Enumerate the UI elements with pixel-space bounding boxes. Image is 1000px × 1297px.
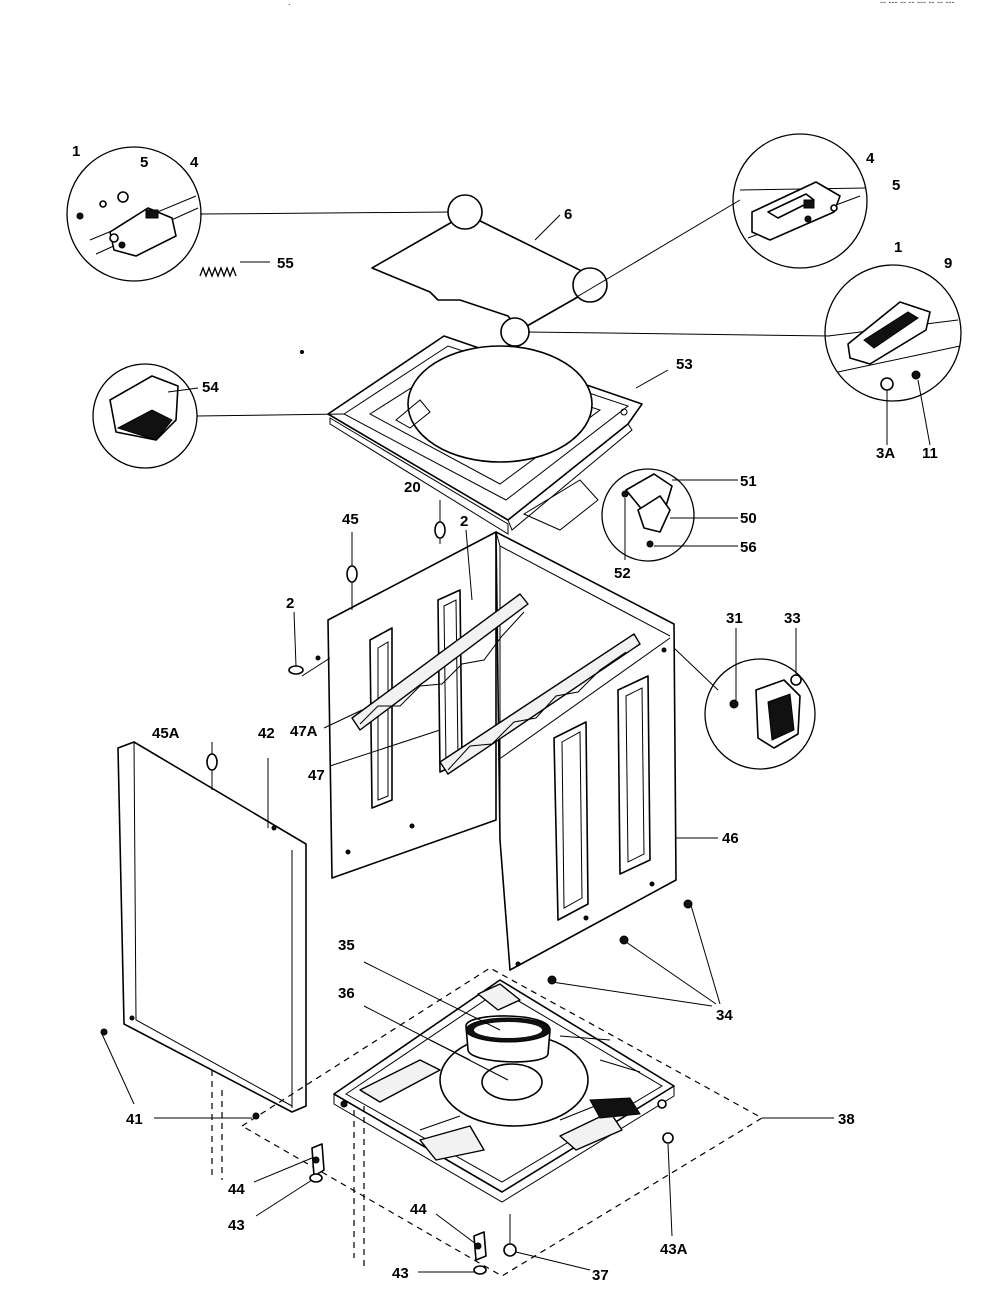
screw-34-c (547, 975, 557, 985)
leader-53 (635, 369, 669, 389)
detail-circle-latch (601, 468, 695, 562)
leader-36 (363, 1005, 509, 1081)
callout-33: 33 (784, 610, 801, 627)
leader-detail-right-2 (527, 331, 831, 337)
callout-11: 11 (922, 445, 938, 462)
leader-34-c (551, 981, 713, 1007)
callout-4-right: 4 (866, 150, 875, 167)
callout-6: 6 (564, 206, 572, 223)
callout-45A: 45A (152, 725, 180, 742)
leader-54-circle (196, 413, 345, 417)
leader-47A (323, 709, 363, 729)
callout-42: 42 (258, 725, 275, 742)
leader-54 (167, 387, 199, 393)
callout-44-left: 44 (228, 1181, 245, 1198)
callout-36: 36 (338, 985, 355, 1002)
corner-tick: . (288, 0, 291, 7)
leader-6 (534, 214, 561, 241)
leader-detail-left (199, 211, 453, 215)
leader-43a (255, 1179, 313, 1217)
callout-5-right: 5 (892, 177, 900, 194)
detail-circle-corner (92, 363, 198, 469)
callout-2-upper: 2 (460, 513, 468, 530)
stray-dot (300, 350, 304, 354)
leader-47 (329, 729, 441, 767)
callout-54: 54 (202, 379, 219, 396)
spring-55 (199, 261, 270, 278)
leader-34-b (625, 941, 717, 1005)
cabinet (315, 531, 677, 971)
callout-47A: 47A (290, 723, 318, 740)
callout-31: 31 (726, 610, 743, 627)
callout-35: 35 (338, 937, 355, 954)
screw-41-b (252, 1112, 260, 1120)
callout-56: 56 (740, 539, 757, 556)
detail-circle-hinge-left (66, 146, 202, 282)
callout-41: 41 (126, 1111, 143, 1128)
callout-53: 53 (676, 356, 693, 373)
leader-2b (465, 529, 473, 601)
detail-circle-hinge-right (732, 133, 868, 269)
callout-43-left: 43 (228, 1217, 245, 1234)
screw-20 (434, 521, 446, 539)
callout-43-center: 43 (392, 1265, 409, 1282)
callout-55: 55 (277, 255, 294, 272)
clip-2a (288, 665, 304, 675)
leveling-leg-44a (309, 1143, 325, 1183)
callout-45: 45 (342, 511, 359, 528)
foot-43A (662, 1132, 674, 1144)
leader-detail-right-1 (574, 199, 741, 299)
top-cover (327, 335, 643, 535)
leveling-leg-44b (473, 1231, 487, 1275)
callout-9: 9 (944, 255, 952, 272)
leader-2a (293, 611, 297, 667)
callout-labels: 1 5 4 55 6 4 5 1 9 3A 11 53 54 20 51 50 … (72, 143, 952, 1284)
callout-1-right: 1 (894, 239, 902, 256)
callout-20: 20 (404, 479, 421, 496)
callout-2-left: 2 (286, 595, 294, 612)
callout-51: 51 (740, 473, 757, 490)
screw-34-a (683, 899, 693, 909)
leader-detail-33 (673, 647, 719, 691)
callout-50: 50 (740, 510, 757, 527)
screw-45A (206, 753, 218, 771)
callout-5-left: 5 (140, 154, 148, 171)
front-panel (117, 741, 307, 1113)
screw-34-b (619, 935, 629, 945)
callout-1-left: 1 (72, 143, 80, 160)
leader-41-a (101, 1033, 135, 1105)
leader-44a (253, 1157, 313, 1183)
leader-43A (667, 1143, 673, 1237)
screw-45 (346, 565, 358, 583)
callout-47: 47 (308, 767, 325, 784)
screw-41 (100, 1028, 108, 1036)
foot-37 (503, 1243, 517, 1257)
leader-37 (515, 1251, 591, 1271)
callout-3A: 3A (876, 445, 895, 462)
callout-37: 37 (592, 1267, 609, 1284)
callout-38: 38 (838, 1111, 855, 1128)
base-assembly (333, 979, 675, 1203)
callout-52: 52 (614, 565, 631, 582)
callout-4-left: 4 (190, 154, 199, 171)
callout-44-center: 44 (410, 1201, 427, 1218)
leader-35 (363, 961, 501, 1031)
callout-43A: 43A (660, 1241, 688, 1258)
leader-2a-b (301, 657, 331, 677)
callout-46: 46 (722, 830, 739, 847)
leader-44b (435, 1213, 477, 1245)
leader-34-a (689, 901, 721, 1005)
corner-header-text: -- --- -- -- --- -- -- --- (880, 0, 954, 7)
detail-circle-lid-switch (824, 264, 962, 446)
callout-34: 34 (716, 1007, 733, 1024)
detail-circle-bracket (704, 628, 816, 770)
